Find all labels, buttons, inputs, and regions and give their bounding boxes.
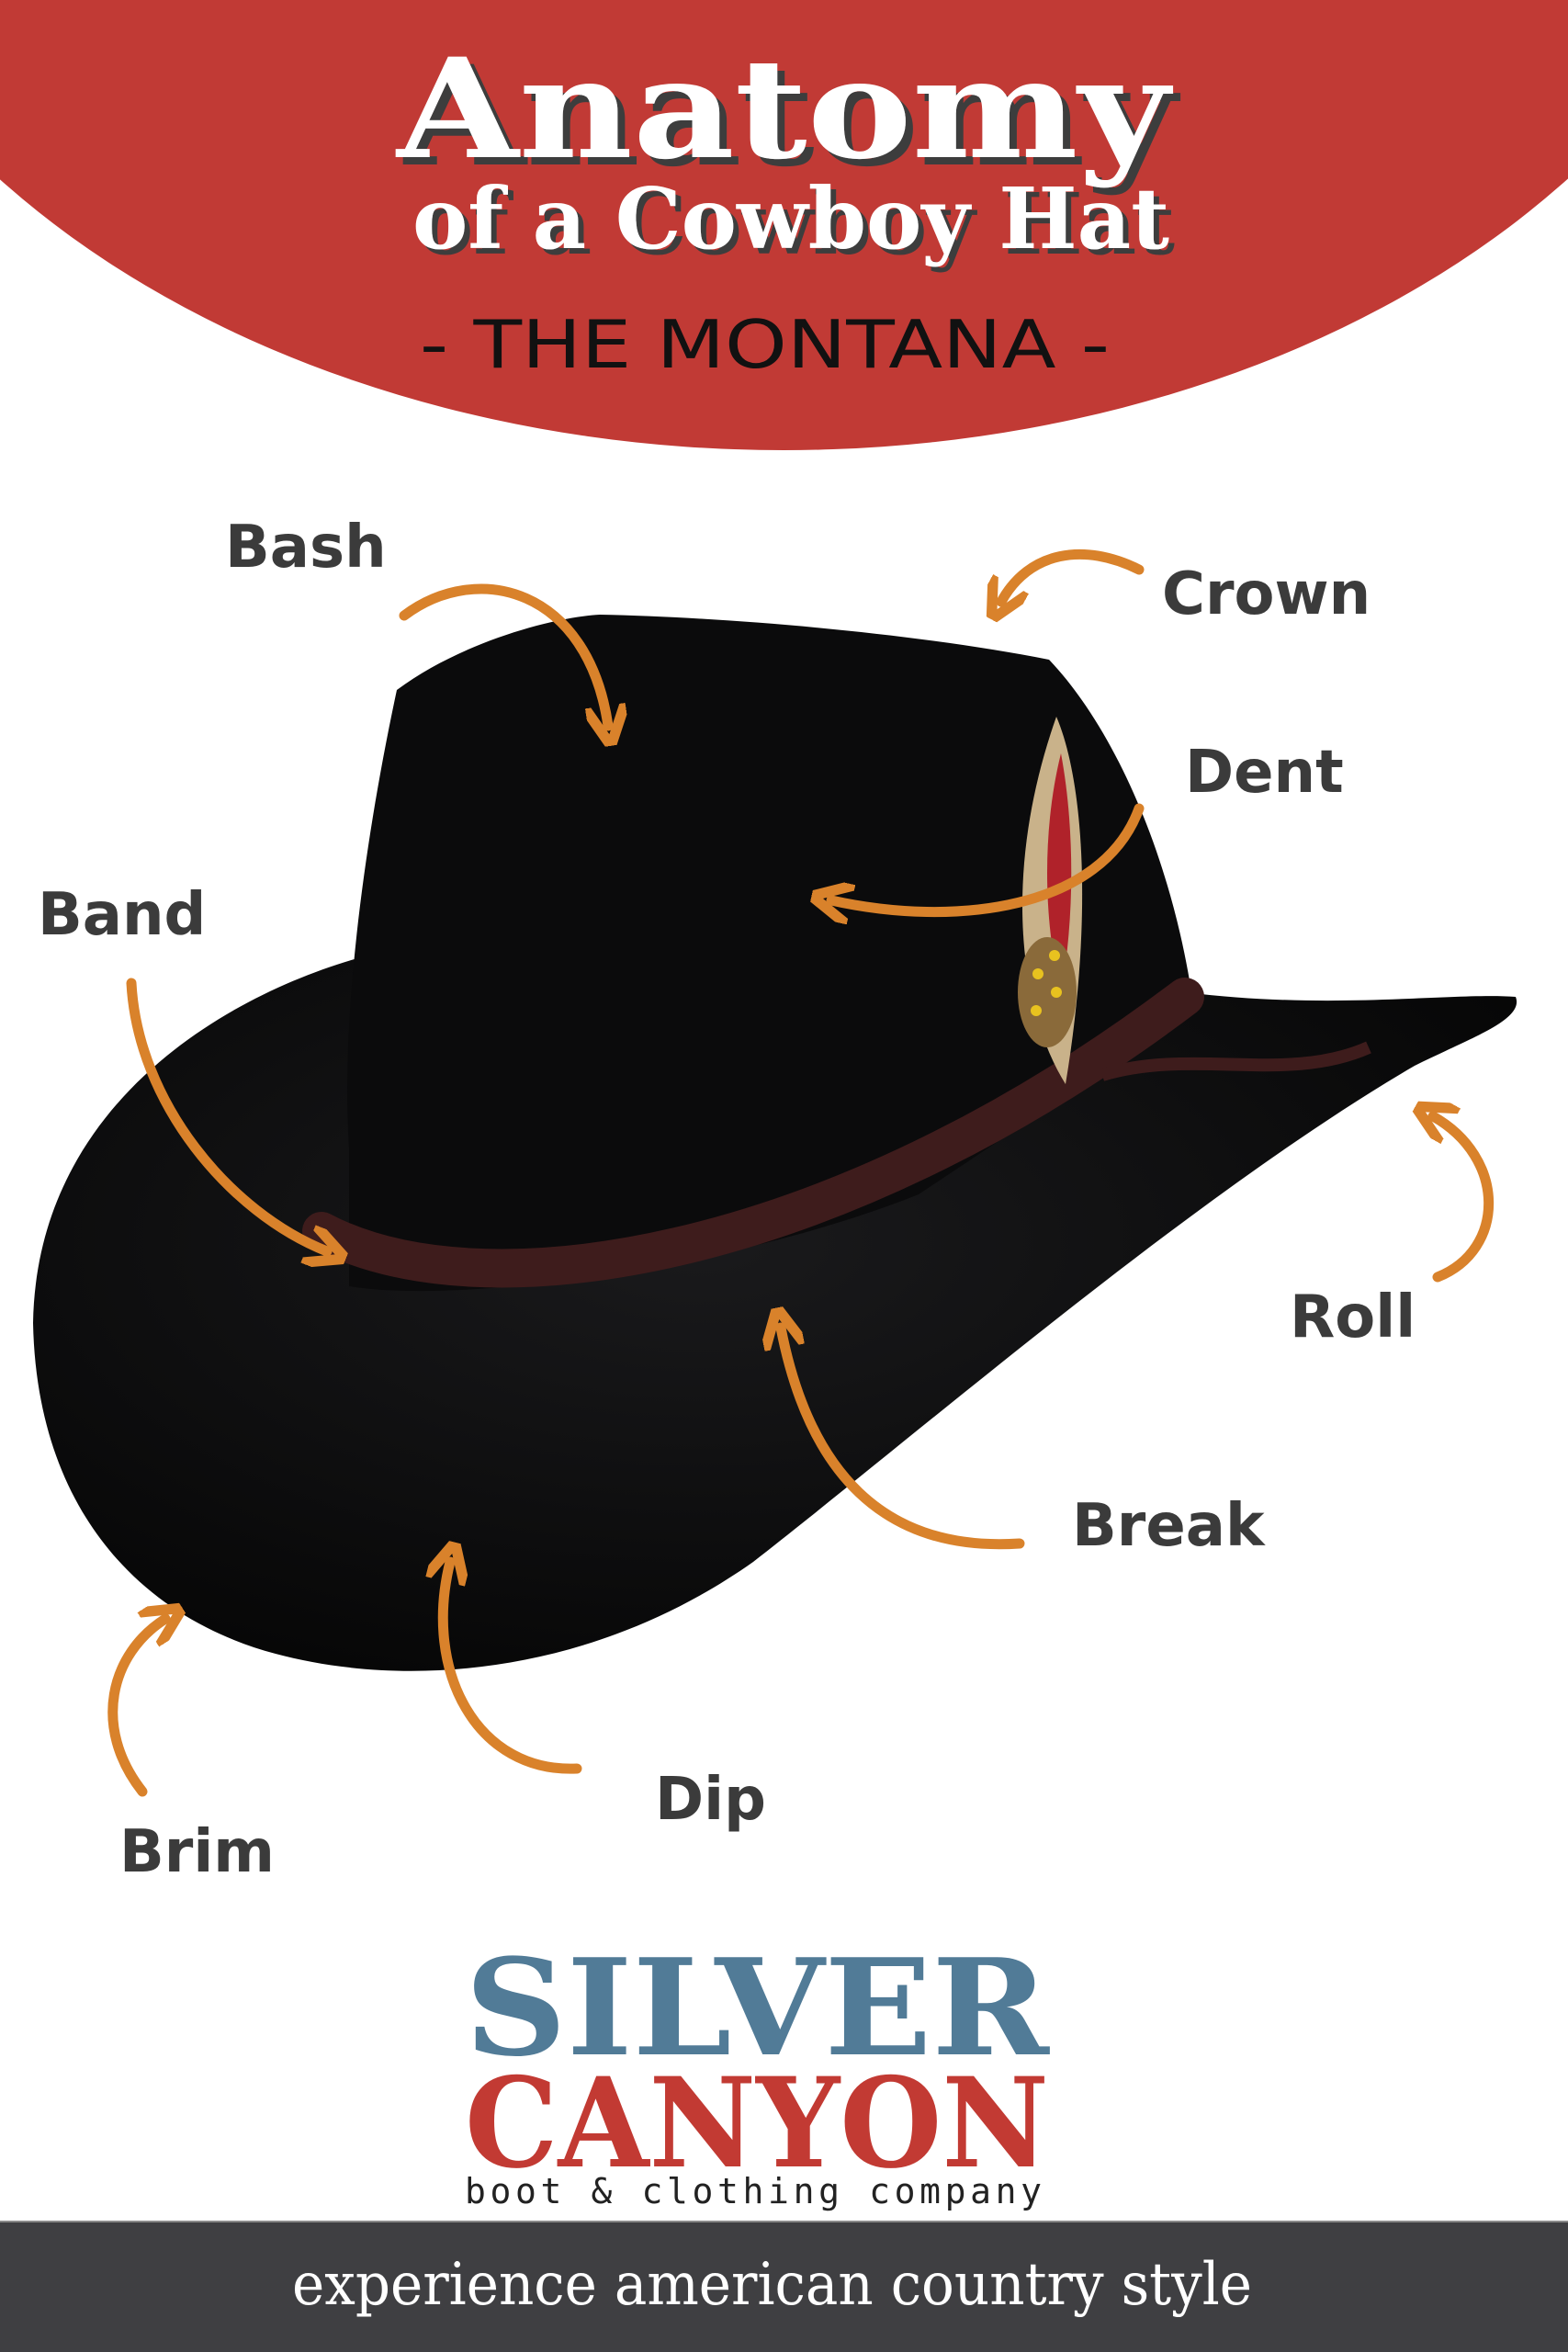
arrow-icon-brim [107, 1619, 165, 1797]
label-bash: Bash [225, 514, 387, 582]
arrow-icon-dent [831, 803, 1145, 912]
title-line2: of a Cowboy Hat [412, 169, 1169, 268]
logo-tagline: boot & clothing company [465, 2171, 1042, 2211]
logo-line1: SILVER [465, 1930, 1051, 2086]
hat-band [302, 978, 1204, 1288]
band-tie [1100, 1041, 1371, 1081]
arrow-icon-bash [399, 583, 608, 726]
arrow-icon-band [126, 978, 327, 1251]
arrow-icon-break [781, 1328, 1025, 1550]
header-banner [0, 0, 1568, 450]
label-roll: Roll [1290, 1283, 1416, 1351]
brand-logo: SILVER CANYON boot & clothing company [465, 1930, 1051, 2211]
title-line1: Anatomy [395, 28, 1174, 190]
label-crown: Crown [1162, 560, 1371, 628]
footer-slogan: experience american country style [292, 2251, 1252, 2319]
arrow-icon-roll [1433, 1116, 1495, 1283]
title: Anatomy of a Cowboy Hat - THE MONTANA - [395, 28, 1174, 383]
label-brim: Brim [119, 1818, 275, 1886]
arrow-icon-crown [1001, 548, 1145, 602]
feather-icon [1018, 717, 1083, 1084]
footer-bar [0, 2222, 1568, 2352]
label-band: Band [38, 881, 206, 949]
label-break: Break [1072, 1492, 1266, 1560]
arrow-icon-dip [443, 1562, 582, 1774]
subtitle: - THE MONTANA - [420, 306, 1110, 383]
label-dip: Dip [655, 1766, 766, 1834]
logo-line2: CANYON [465, 2050, 1049, 2196]
label-dent: Dent [1185, 739, 1344, 807]
